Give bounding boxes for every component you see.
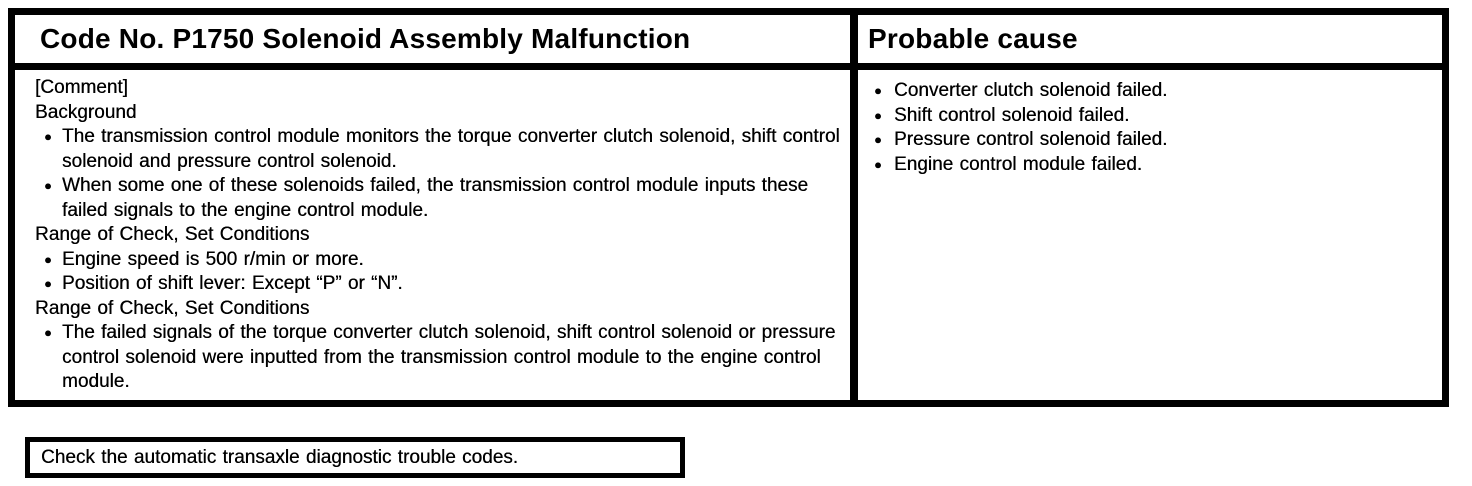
bullet-icon: ● xyxy=(44,325,52,340)
dtc-table: Code No. P1750 Solenoid Assembly Malfunc… xyxy=(8,8,1449,407)
list-item: ● Converter clutch solenoid failed. xyxy=(868,79,1436,104)
bullet-text: When some one of these solenoids failed,… xyxy=(62,175,809,221)
bullet-icon: ● xyxy=(44,251,52,267)
probable-cause-text: Pressure control solenoid failed. xyxy=(894,129,1168,150)
list-item: ● Position of shift lever: Except “P” or… xyxy=(35,272,844,297)
section-heading-background: Background xyxy=(35,101,137,123)
comment-tag: [Comment] xyxy=(35,77,128,98)
list-item: ● The transmission control module monito… xyxy=(35,125,844,174)
probable-cause-title: Probable cause xyxy=(868,23,1078,54)
probable-cause-text: Engine control module failed. xyxy=(894,153,1143,175)
bullet-icon: ● xyxy=(874,156,882,172)
bullet-icon: ● xyxy=(874,107,882,123)
list-item: ● Shift control solenoid failed. xyxy=(868,104,1436,129)
list-item: ● The failed signals of the torque conve… xyxy=(35,321,844,395)
bullet-text: Engine speed is 500 r/min or more. xyxy=(62,248,364,270)
probable-cause-cell: ● Converter clutch solenoid failed. ● Sh… xyxy=(858,70,1442,400)
dtc-table-header-row: Code No. P1750 Solenoid Assembly Malfunc… xyxy=(15,15,1442,70)
section-heading-range-of-check-2: Range of Check, Set Conditions xyxy=(35,297,310,319)
code-description-cell: [Comment] Background ● The transmission … xyxy=(15,70,858,400)
action-text: Check the automatic transaxle diagnostic… xyxy=(41,446,519,468)
probable-cause-text: Shift control solenoid failed. xyxy=(894,104,1130,126)
action-box: Check the automatic transaxle diagnostic… xyxy=(25,437,685,478)
section-heading-range-of-check-1: Range of Check, Set Conditions xyxy=(35,224,310,245)
bullet-text: The failed signals of the torque convert… xyxy=(62,322,836,392)
bullet-icon: ● xyxy=(44,178,52,193)
probable-cause-text: Converter clutch solenoid failed. xyxy=(894,80,1168,101)
list-item: ● Pressure control solenoid failed. xyxy=(868,128,1436,153)
bullet-icon: ● xyxy=(874,83,882,98)
bullet-icon: ● xyxy=(44,129,52,144)
dtc-table-body-row: [Comment] Background ● The transmission … xyxy=(15,70,1442,400)
list-item: ● Engine speed is 500 r/min or more. xyxy=(35,248,844,273)
list-item: ● When some one of these solenoids faile… xyxy=(35,174,844,223)
code-title: Code No. P1750 Solenoid Assembly Malfunc… xyxy=(15,15,858,63)
bullet-text: Position of shift lever: Except “P” or “… xyxy=(62,273,403,294)
list-item: ● Engine control module failed. xyxy=(868,153,1436,178)
bullet-icon: ● xyxy=(44,276,52,291)
bullet-text: The transmission control module monitors… xyxy=(62,126,840,172)
bullet-icon: ● xyxy=(874,132,882,147)
